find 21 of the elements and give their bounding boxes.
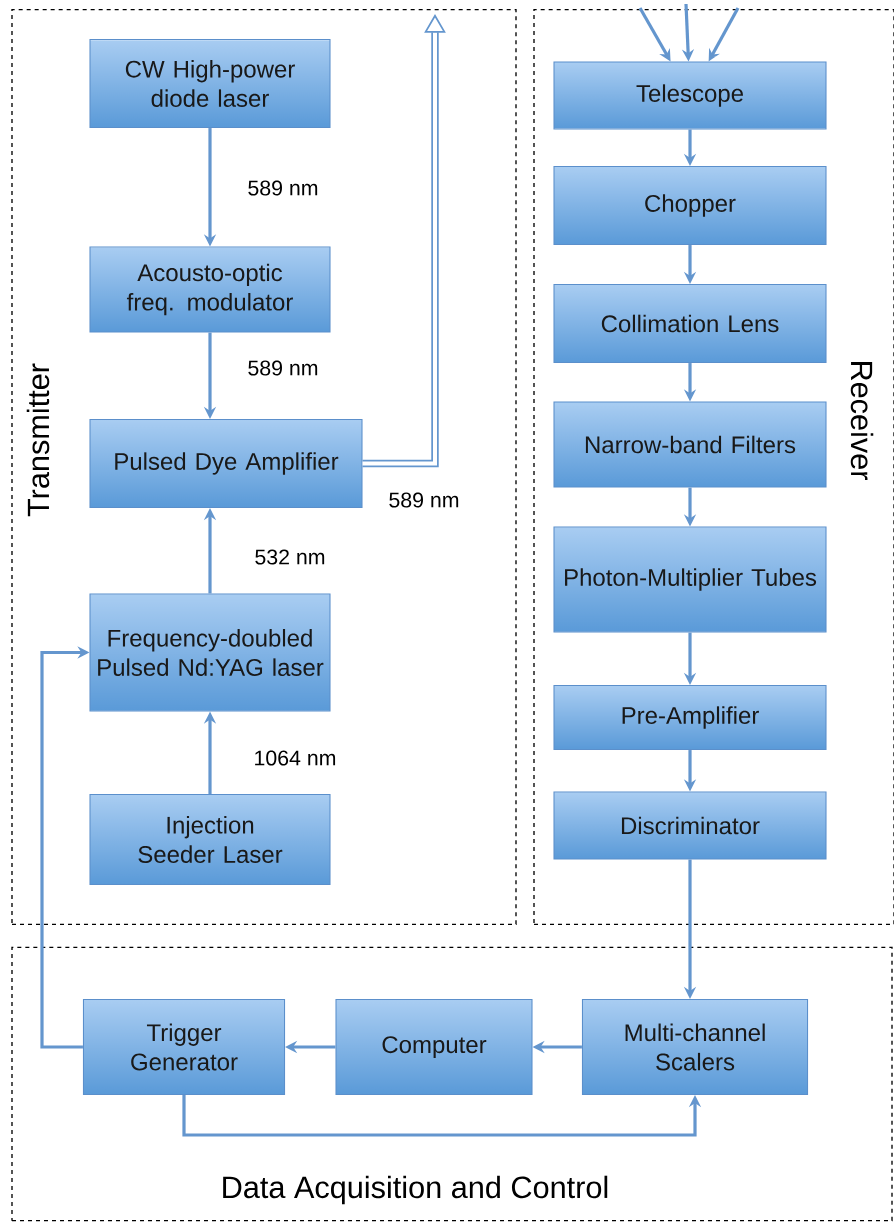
- process-box: Chopper: [553, 165, 827, 246]
- edge-label: 589 nm: [246, 179, 320, 197]
- edge-label: 589 nm: [246, 359, 320, 377]
- process-box: Frequency-doubled Pulsed Nd:YAG laser: [89, 593, 331, 712]
- arrow: [362, 14, 446, 468]
- edge-label: 532 nm: [253, 548, 327, 566]
- process-box: Pulsed Dye Amplifier: [89, 418, 363, 509]
- process-box: Pre-Amplifier: [553, 684, 827, 751]
- process-box: Acousto-optic freq. modulator: [89, 246, 331, 333]
- process-box: Injection Seeder Laser: [89, 793, 331, 886]
- process-box: Telescope: [553, 61, 827, 130]
- process-box: Computer: [335, 999, 533, 1095]
- process-box: Multi-channel Scalers: [581, 999, 809, 1095]
- process-box: Narrow-band Filters: [553, 401, 827, 488]
- process-box: Trigger Generator: [82, 999, 286, 1095]
- process-box: Collimation Lens: [553, 283, 827, 364]
- process-box: Photon-Multiplier Tubes: [553, 526, 827, 633]
- process-box: CW High-power diode laser: [89, 38, 331, 129]
- edge-label: 589 nm: [387, 491, 461, 509]
- edge-label: 1064 nm: [252, 749, 338, 767]
- process-box: Discriminator: [553, 791, 827, 860]
